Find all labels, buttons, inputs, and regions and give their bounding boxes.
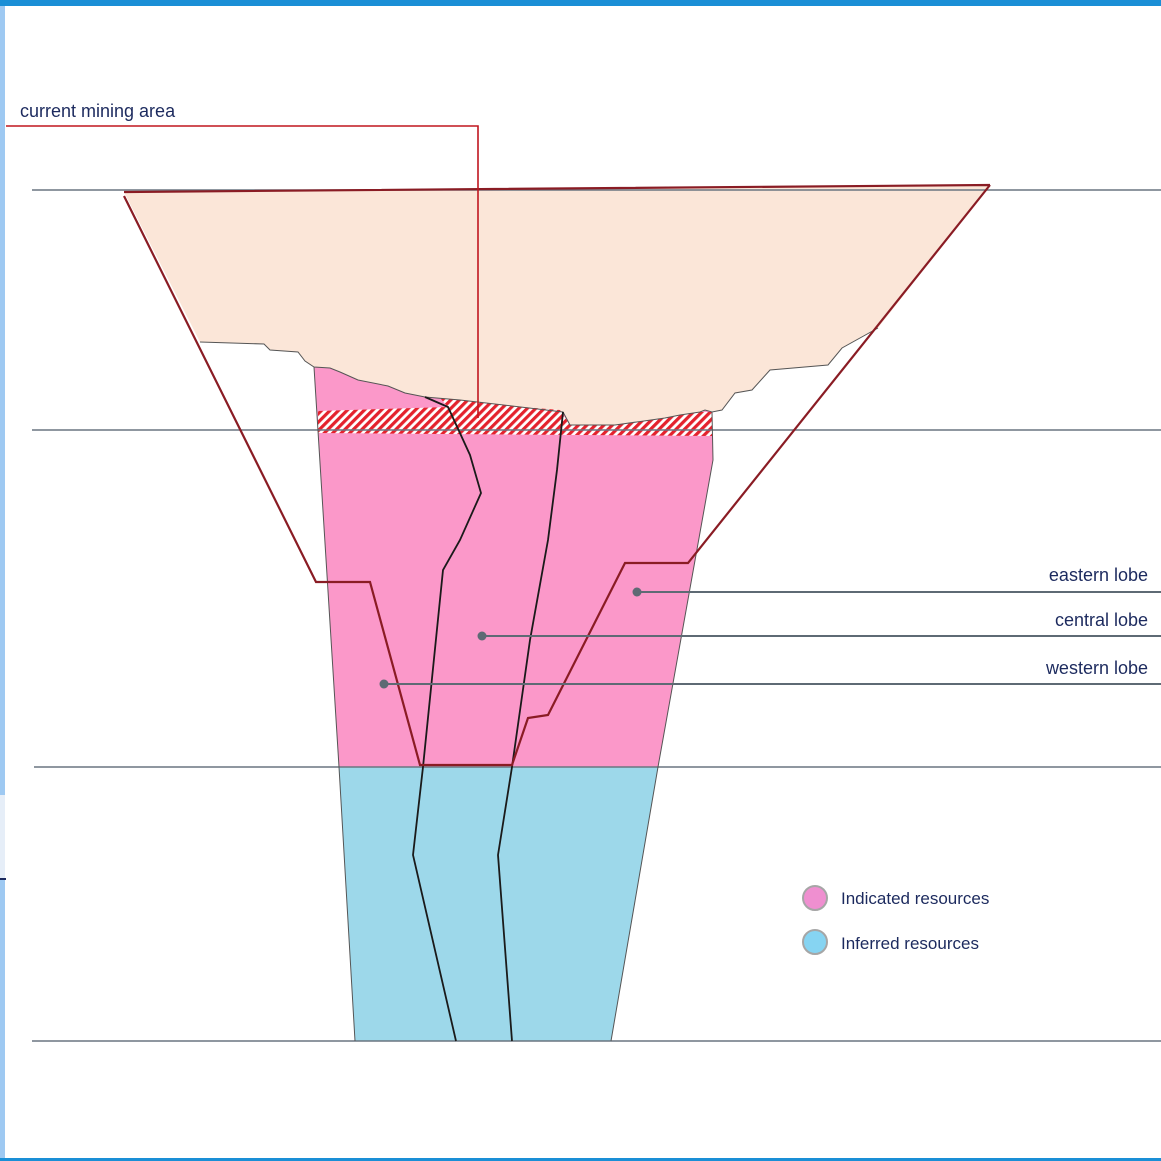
central-lobe-marker [477,631,487,641]
legend: Indicated resources Inferred resources [802,885,989,955]
orebody-east-edge [610,411,714,1042]
western-lobe-label: western lobe [1045,658,1148,678]
central-east-lobe-boundary [497,411,564,1042]
central-lobe-label: central lobe [1055,610,1148,630]
legend-inferred-swatch [802,929,828,955]
orebody-west-edge [313,366,356,1042]
west-central-lobe-boundary [412,396,482,1042]
eastern-lobe-marker [632,587,642,597]
legend-inferred-label: Inferred resources [841,934,979,953]
western-lobe-marker [379,679,389,689]
inferred-resources-zone [339,767,658,1041]
legend-indicated-label: Indicated resources [841,889,989,908]
current-mining-area-hatch [318,398,712,436]
mined-out-zone [124,185,990,425]
left-frame-strip-gap [0,795,5,879]
pit-outline [123,183,991,767]
indicated-resources-zone [314,367,713,767]
eastern-lobe-label: eastern lobe [1049,565,1148,585]
current-mining-area-leader [6,125,479,418]
top-frame-bar [0,0,1161,6]
current-mining-area-label: current mining area [20,101,176,121]
left-frame-strip [0,6,5,1158]
bottom-frame-bar [0,1158,1161,1161]
legend-indicated-swatch [802,885,828,911]
